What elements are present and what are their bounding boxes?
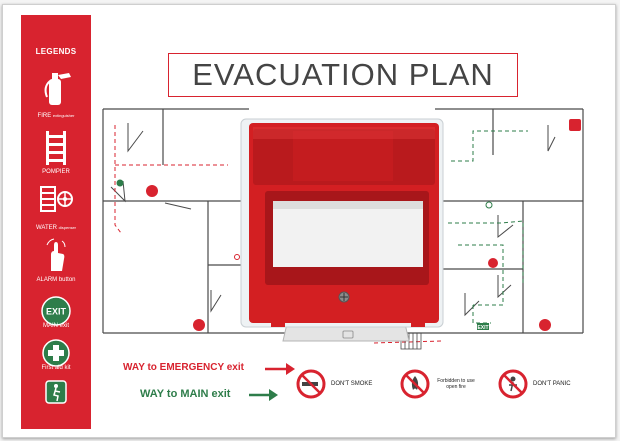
floor-plan-doors: [110, 123, 556, 317]
legend-main-exit-label: MAIN exit: [42, 323, 69, 329]
main-route-legend: WAY to MAIN exit: [140, 388, 231, 400]
legend-sidebar: LEGENDS FIRE extinguisher POMPIER: [21, 15, 91, 429]
emergency-route-legend: WAY to EMERGENCY exit: [123, 362, 244, 373]
main-route: [448, 130, 528, 324]
no-open-fire-label: Forbidden to use open fire: [437, 378, 475, 390]
ladder-icon: [46, 131, 66, 165]
no-panic-icon: [498, 369, 528, 399]
floor-plan-walls: [102, 108, 584, 334]
legend-pompier-label: POMPIER: [42, 169, 70, 175]
legend-title: LEGENDS: [35, 47, 77, 56]
map-markers: EXIT: [116, 119, 581, 350]
exit-sign-icon: EXIT: [41, 296, 71, 326]
legend-fire-label: FIRE extinguisher: [37, 113, 75, 119]
emergency-exit-icon: [45, 380, 67, 404]
floor-plan: EXIT: [102, 108, 584, 401]
hose-reel-icon: [40, 186, 73, 212]
red-alarm-device[interactable]: [240, 118, 444, 342]
alarm-hand-icon: [46, 238, 66, 271]
evacuation-plan-board: LEGENDS FIRE extinguisher POMPIER: [2, 4, 616, 438]
no-smoking-label: DON'T SMOKE: [331, 381, 373, 387]
legend-first-aid-label: First aid kit: [41, 365, 71, 371]
fire-extinguisher-icon: [44, 73, 71, 105]
no-panic-label: DON'T PANIC: [533, 381, 571, 387]
legend-water-label: WATER dispenser: [35, 225, 76, 231]
title-frame: EVACUATION PLAN: [168, 53, 518, 97]
emergency-arrow-icon: [265, 363, 295, 375]
legend-alarm-label: ALARM button: [36, 277, 76, 283]
no-smoking-icon: [296, 369, 326, 399]
exit-badge-text: EXIT: [46, 307, 67, 317]
no-open-fire-icon: [400, 369, 430, 399]
first-aid-cross-icon: [42, 339, 70, 367]
plan-title: EVACUATION PLAN: [192, 57, 494, 92]
plan-exit-badge: EXIT: [477, 325, 488, 331]
main-arrow-icon: [249, 389, 278, 401]
